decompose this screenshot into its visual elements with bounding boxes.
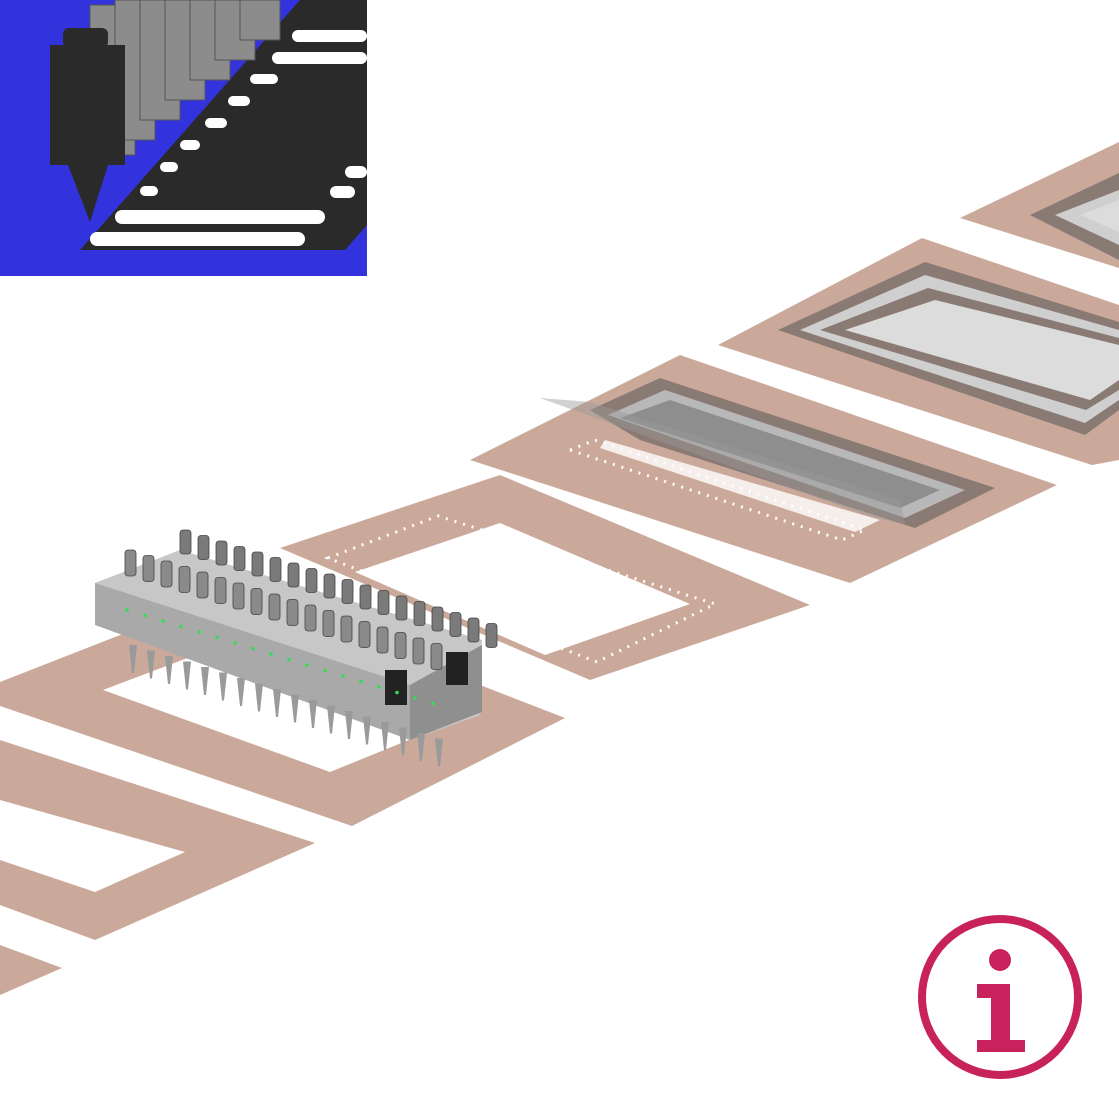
dispensing-nozzle	[417, 733, 425, 761]
valve-cap	[412, 637, 425, 665]
status-led	[179, 624, 183, 629]
dispensing-nozzle	[273, 689, 281, 717]
valve-cap	[160, 560, 173, 588]
valve-cap	[430, 643, 443, 670]
status-led	[413, 696, 417, 700]
valve-cap-row	[124, 529, 498, 670]
status-led	[431, 701, 435, 706]
dispensing-nozzle	[291, 694, 299, 723]
status-led	[359, 679, 363, 684]
valve-cap	[268, 593, 281, 621]
dispensing-nozzle	[255, 683, 263, 712]
valve-cap	[485, 623, 498, 648]
status-led	[215, 635, 219, 640]
status-led	[251, 646, 255, 651]
status-led	[395, 690, 399, 695]
valve-cap	[197, 535, 210, 560]
dispensing-needles-logo-icon	[0, 0, 367, 276]
dispensing-nozzle	[435, 738, 443, 767]
status-led	[161, 619, 165, 623]
valve-cap	[250, 588, 263, 615]
valve-cap	[322, 610, 335, 637]
valve-cap	[179, 529, 192, 555]
status-led-row	[125, 608, 435, 706]
substrate-frame-3	[280, 475, 810, 680]
peeling-film	[540, 398, 905, 525]
valve-cap	[449, 612, 462, 637]
dispensing-nozzle	[201, 667, 209, 695]
nozzle-row	[129, 645, 443, 767]
info-button[interactable]	[915, 912, 1085, 1082]
status-led	[233, 641, 237, 645]
status-led	[143, 613, 147, 618]
valve-cap	[304, 604, 317, 632]
valve-cap	[341, 579, 354, 604]
status-led	[287, 657, 291, 662]
substrate-frame-0	[0, 945, 62, 995]
dispensing-nozzle	[345, 711, 353, 739]
valve-cap	[196, 571, 209, 599]
valve-cap	[215, 540, 228, 566]
valve-cap	[233, 546, 246, 571]
status-led	[341, 674, 345, 678]
substrate-frames	[0, 142, 1119, 995]
valve-cap	[394, 632, 407, 659]
info-icon	[918, 915, 1082, 1079]
valve-cap	[286, 599, 299, 626]
valve-cap	[232, 582, 245, 610]
valve-cap	[142, 555, 155, 582]
dispensing-nozzle	[129, 645, 137, 673]
dispensing-nozzle	[219, 672, 227, 701]
status-led	[197, 630, 201, 634]
dispensing-nozzle	[237, 678, 245, 706]
substrate-frame-1	[0, 740, 315, 940]
status-led	[323, 668, 327, 673]
valve-cap	[269, 557, 282, 582]
dispensing-nozzle	[363, 716, 371, 745]
valve-cap	[431, 606, 444, 632]
dispensing-nozzle	[165, 656, 173, 684]
valve-cap	[178, 566, 191, 593]
valve-cap	[359, 584, 372, 610]
valve-cap	[323, 573, 336, 599]
valve-cap	[124, 549, 137, 577]
valve-cap	[305, 568, 318, 593]
substrate-frame-4	[470, 355, 1057, 583]
dispensing-nozzle	[309, 700, 317, 728]
dispensing-head	[95, 529, 498, 767]
status-led	[269, 652, 273, 656]
valve-cap	[467, 617, 480, 643]
valve-cap	[214, 577, 227, 604]
valve-cap	[377, 590, 390, 615]
substrate-frame-6	[960, 142, 1119, 268]
dispensing-nozzle	[183, 661, 191, 690]
valve-cap	[251, 551, 264, 577]
substrate-frame-5	[718, 238, 1119, 465]
dispensing-nozzle	[399, 727, 407, 756]
status-led	[377, 685, 381, 689]
valve-cap	[287, 562, 300, 588]
dispensing-nozzle	[147, 650, 155, 679]
valve-cap	[340, 615, 353, 643]
valve-cap	[376, 626, 389, 654]
valve-cap	[358, 621, 371, 648]
dispensing-nozzle	[381, 722, 389, 750]
valve-cap	[413, 601, 426, 626]
valve-cap	[395, 595, 408, 621]
status-led	[125, 608, 129, 612]
dispensing-nozzle	[327, 705, 335, 734]
status-led	[305, 663, 309, 667]
